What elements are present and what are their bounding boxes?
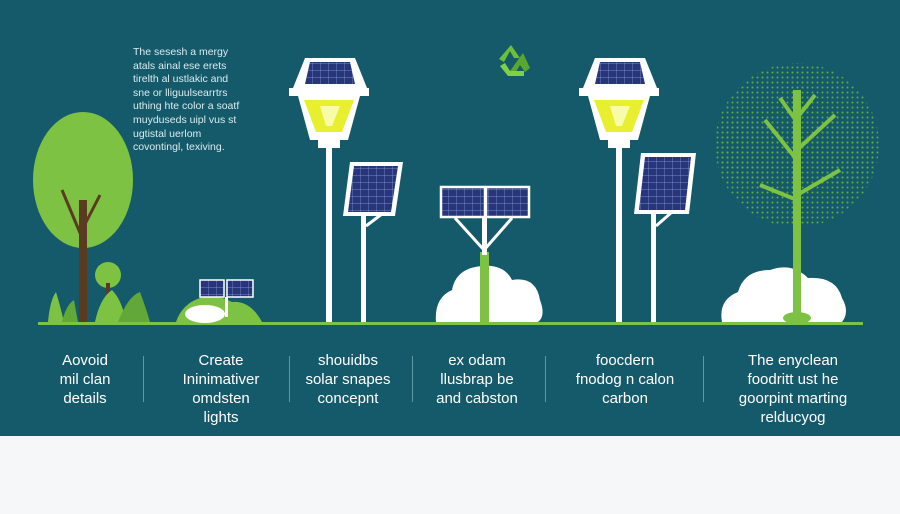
left-tree-icon [33, 112, 133, 322]
caption-divider [289, 356, 290, 402]
caption-divider [143, 356, 144, 402]
caption-divider [412, 356, 413, 402]
caption-2: Create Ininimativer omdsten lights [156, 351, 286, 427]
caption-line: Ininimativer [182, 371, 260, 388]
intro-line: atals ainal ese erets [133, 59, 227, 72]
streetlight-right-icon [579, 58, 659, 322]
caption-line: foodritt ust he [747, 371, 839, 388]
caption-line: llusbrap be [440, 371, 514, 388]
intro-line: sne or lliguulsearrtrs [133, 86, 228, 99]
caption-line: carbon [602, 390, 648, 407]
recycle-icon [499, 45, 530, 76]
intro-line: uthing hte color a soatf [133, 100, 240, 113]
caption-line: foocdern [595, 352, 655, 369]
infographic-panel: The sesesh a mergy atals ainal ese erets… [0, 0, 900, 436]
caption-line: solar snapes [305, 371, 391, 388]
caption-line: relducyog [760, 409, 826, 426]
solar-panel-right-icon [634, 153, 696, 322]
intro-line: The sesesh a mergy [133, 46, 229, 58]
intro-line: covontingl, texiving. [133, 141, 225, 154]
intro-line: muyduseds uipl vus st [133, 113, 237, 126]
caption-line: mil clan [59, 371, 111, 388]
illustration-scene [33, 45, 879, 325]
ground-line [38, 322, 863, 325]
caption-line: Aovoid [62, 352, 108, 369]
caption-line: omdsten [192, 390, 250, 407]
left-shrub-icon [48, 262, 150, 322]
right-tree-icon [715, 63, 879, 324]
small-solar-panel-icon [176, 279, 262, 323]
caption-line: The enyclean [747, 352, 839, 369]
caption-line: ex odam [448, 352, 506, 369]
streetlight-left-icon [289, 58, 369, 322]
caption-line: fnodog n calon [575, 371, 675, 388]
caption-divider [545, 356, 546, 402]
intro-text: The sesesh a mergy atals ainal ese erets… [133, 46, 273, 155]
twin-solar-panel-icon [435, 185, 543, 322]
caption-line: and cabston [436, 390, 518, 407]
caption-line: shouidbs [317, 352, 379, 369]
intro-line: tirelth al ustlakic and [133, 73, 229, 86]
caption-line: goorpint marting [738, 390, 848, 407]
caption-5: foocdern fnodog n calon carbon [555, 351, 695, 408]
caption-line: details [63, 390, 107, 407]
caption-3: shouidbs solar snapes concepnt [292, 351, 404, 408]
intro-line: ugtistal uerlom [133, 127, 202, 140]
caption-4: ex odam llusbrap be and cabston [418, 351, 536, 408]
caption-line: concepnt [317, 390, 379, 407]
caption-line: lights [203, 409, 239, 426]
caption-6: The enyclean foodritt ust he goorpint ma… [712, 351, 874, 427]
bottom-blank-area [0, 436, 900, 514]
caption-1: Aovoid mil clan details [30, 351, 140, 408]
caption-line: Create [198, 352, 244, 369]
solar-panel-left-icon [343, 162, 403, 322]
caption-divider [703, 356, 704, 402]
